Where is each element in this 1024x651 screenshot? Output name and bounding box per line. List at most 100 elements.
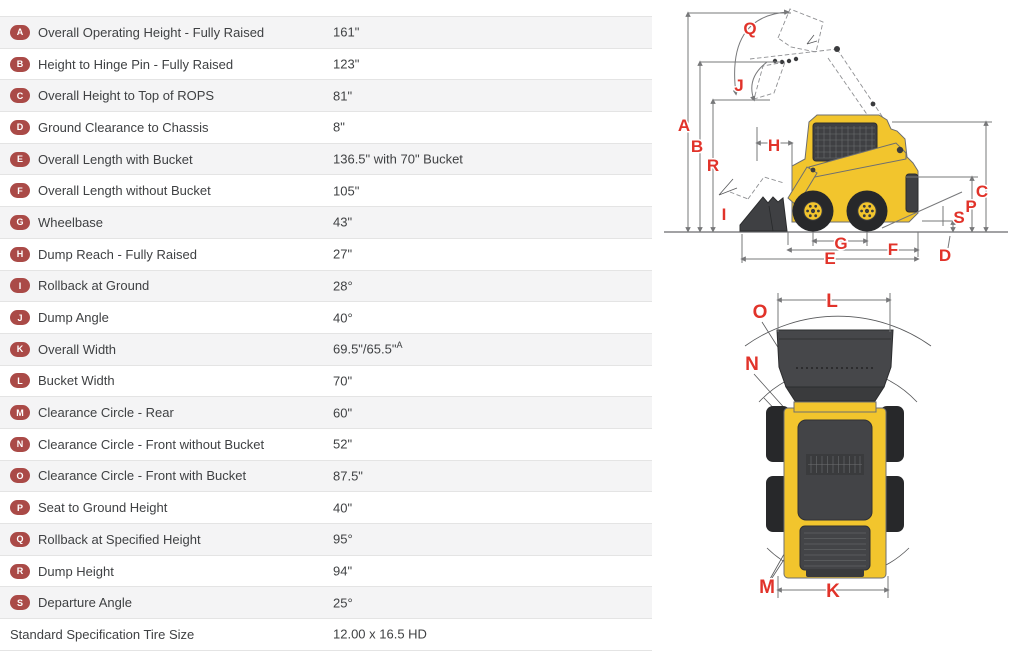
rear-bumper (806, 569, 864, 577)
spec-label: Clearance Circle - Rear (38, 405, 174, 421)
side-view-diagram: A B R Q J H I C P S D G F E (664, 8, 1008, 270)
spec-value: 105" (333, 183, 360, 199)
spec-value: 94" (333, 563, 353, 579)
dimension-diagrams: A B R Q J H I C P S D G F E (660, 0, 1024, 650)
dimension-badge-j: J (10, 310, 30, 326)
dim-label-e: E (824, 249, 835, 268)
spec-label: Departure Angle (38, 595, 132, 611)
spec-value: 161" (333, 24, 360, 40)
spec-label: Dump Reach - Fully Raised (38, 246, 197, 262)
dimension-badge-b: B (10, 56, 30, 72)
spec-label: Wheelbase (38, 214, 104, 230)
dim-label-f: F (888, 240, 898, 259)
spec-value: 43" (333, 214, 353, 230)
dimension-badge-p: P (10, 500, 30, 516)
dimension-badge-i: I (10, 278, 30, 294)
spec-label: Overall Width (38, 341, 117, 357)
dimension-badge-e: E (10, 151, 30, 167)
coupler-bar (793, 401, 877, 413)
dim-label-l: L (826, 291, 838, 312)
top-dimension-lines (776, 293, 892, 598)
dimension-badge-c: C (10, 88, 30, 104)
bucket-top (776, 329, 894, 388)
spec-label: Dump Height (38, 563, 114, 579)
dimension-badge-o: O (10, 468, 30, 484)
dimension-badge-q: Q (10, 531, 30, 547)
spec-label: Overall Operating Height - Fully Raised (38, 24, 265, 40)
spec-row-i: I Rollback at Ground 28° (0, 270, 652, 303)
spec-value: 69.5"/65.5"A (333, 340, 403, 357)
skid-steer-side (739, 114, 919, 232)
dim-label-p: P (965, 197, 976, 216)
spec-label: Overall Height to Top of ROPS (38, 88, 215, 104)
dimension-badge-l: L (10, 373, 30, 389)
spec-value-footnote: A (396, 340, 403, 351)
dim-label-d: D (939, 246, 951, 265)
spec-table: A Overall Operating Height - Fully Raised… (0, 16, 652, 651)
spec-row-b: B Height to Hinge Pin - Fully Raised 123" (0, 48, 652, 81)
spec-row-h: H Dump Reach - Fully Raised 27" (0, 238, 652, 271)
dimension-badge-k: K (10, 341, 30, 357)
spec-label: Overall Length without Bucket (38, 183, 211, 199)
dim-label-a: A (678, 116, 690, 135)
dimension-badge-n: N (10, 436, 30, 452)
dimension-badge-d: D (10, 119, 30, 135)
spec-value: 40° (333, 310, 353, 326)
spec-value: 95° (333, 531, 353, 547)
spec-value: 12.00 x 16.5 HD (333, 626, 427, 642)
dimension-badge-f: F (10, 183, 30, 199)
engine-cover (799, 525, 871, 571)
spec-value: 136.5" with 70" Bucket (333, 151, 463, 167)
dimension-badge-a: A (10, 24, 30, 40)
dim-label-o: O (753, 302, 768, 323)
spec-row-tire-size: Standard Specification Tire Size 12.00 x … (0, 619, 652, 651)
dimension-badge-h: H (10, 246, 30, 262)
spec-value: 8" (333, 119, 345, 135)
spec-value: 60" (333, 405, 353, 421)
spec-row-o: O Clearance Circle - Front with Bucket 87.… (0, 460, 652, 493)
spec-value: 81" (333, 88, 353, 104)
skid-steer-top (766, 329, 904, 579)
spec-label: Height to Hinge Pin - Fully Raised (38, 56, 234, 72)
spec-row-e: E Overall Length with Bucket 136.5" with 7… (0, 143, 652, 176)
spec-label: Standard Specification Tire Size (10, 626, 195, 642)
spec-label: Clearance Circle - Front without Bucket (38, 436, 265, 452)
dim-label-n: N (745, 354, 759, 375)
spec-value: 28° (333, 278, 353, 294)
spec-row-r: R Dump Height 94" (0, 555, 652, 588)
spec-value: 87.5" (333, 468, 363, 484)
bucket-side (739, 196, 788, 232)
dim-label-b: B (691, 137, 703, 156)
top-view-diagram: L O N M K (744, 290, 932, 604)
spec-value: 25° (333, 595, 353, 611)
dim-label-i: I (722, 205, 727, 224)
spec-row-k: K Overall Width 69.5"/65.5"A (0, 333, 652, 366)
spec-value: 27" (333, 246, 353, 262)
spec-value: 123" (333, 56, 360, 72)
side-dimension-lines (685, 9, 992, 263)
spec-label: Seat to Ground Height (38, 500, 168, 516)
spec-row-f: F Overall Length without Bucket 105" (0, 175, 652, 208)
spec-row-c: C Overall Height to Top of ROPS 81" (0, 80, 652, 113)
rear-panel (905, 173, 919, 213)
spec-value: 40" (333, 500, 353, 516)
dim-label-m: M (759, 577, 775, 598)
spec-row-n: N Clearance Circle - Front without Bucket… (0, 428, 652, 461)
dim-label-j: J (734, 76, 743, 95)
spec-label: Ground Clearance to Chassis (38, 119, 209, 135)
spec-label: Rollback at Specified Height (38, 531, 201, 547)
spec-label: Rollback at Ground (38, 278, 150, 294)
spec-label: Clearance Circle - Front with Bucket (38, 468, 247, 484)
spec-value: 52" (333, 436, 353, 452)
dimension-badge-r: R (10, 563, 30, 579)
spec-row-a: A Overall Operating Height - Fully Raised… (0, 17, 652, 49)
spec-label: Overall Length with Bucket (38, 151, 193, 167)
dim-label-k: K (826, 581, 840, 602)
spec-row-p: P Seat to Ground Height 40" (0, 492, 652, 524)
dim-label-g: G (834, 234, 847, 253)
dim-label-s: S (953, 208, 964, 227)
